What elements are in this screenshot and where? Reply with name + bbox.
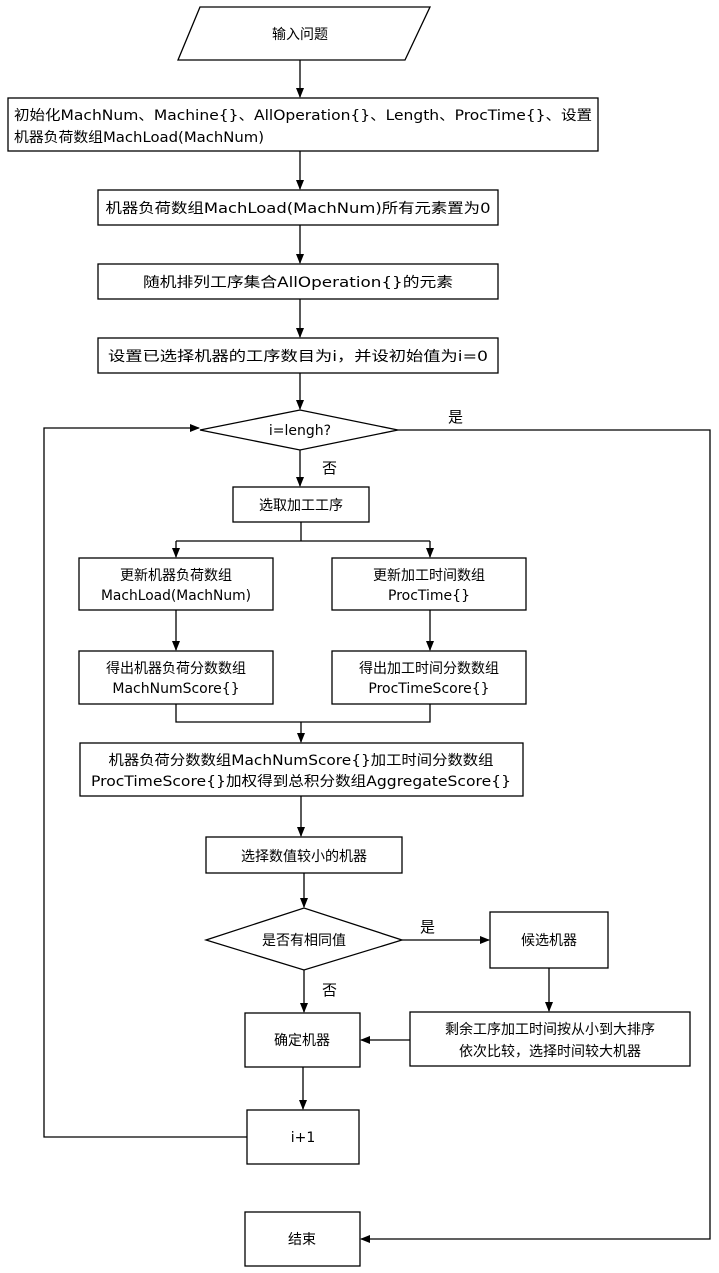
zero-load-label: 机器负荷数组MachLoad(MachNum)所有元素置为0 (106, 201, 491, 217)
input-node: 输入问题 (178, 7, 430, 60)
select-operation-node: 选取加工工序 (233, 487, 369, 522)
input-label: 输入问题 (272, 27, 328, 43)
init-node: 初始化MachNum、Machine{}、AllOperation{}、Leng… (8, 98, 598, 151)
select-small-label: 选择数值较小的机器 (241, 849, 367, 865)
set-i-label: 设置已选择机器的工序数目为i，并设初始值为i=0 (108, 348, 488, 365)
zero-load-node: 机器负荷数组MachLoad(MachNum)所有元素置为0 (98, 190, 498, 225)
confirm-node: 确定机器 (245, 1013, 360, 1067)
score-load-label-line1: 得出机器负荷分数数组 (106, 660, 246, 677)
update-load-node: 更新机器负荷数组 MachLoad(MachNum) (79, 558, 273, 610)
score-load-node: 得出机器负荷分数数组 MachNumScore{} (79, 651, 273, 704)
same-no-label: 否 (322, 981, 337, 999)
aggregate-node: 机器负荷分数数组MachNumScore{}加工时间分数数组 ProcTimeS… (80, 743, 523, 796)
compare-label-line1: 剩余工序加工时间按从小到大排序 (445, 1021, 655, 1038)
end-node: 结束 (245, 1212, 360, 1266)
length-no-label: 否 (322, 459, 337, 477)
set-i-node: 设置已选择机器的工序数目为i，并设初始值为i=0 (98, 338, 498, 373)
same-value-decision-label: 是否有相同值 (262, 933, 346, 949)
update-time-label-line2: ProcTime{} (388, 588, 470, 604)
shuffle-node: 随机排列工序集合AllOperation{}的元素 (98, 264, 498, 299)
init-label-line2: 机器负荷数组MachLoad(MachNum) (14, 130, 264, 146)
compare-label-line2: 依次比较，选择时间较大机器 (459, 1044, 641, 1060)
update-time-label-line1: 更新加工时间数组 (373, 568, 485, 584)
update-time-node: 更新加工时间数组 ProcTime{} (332, 558, 526, 610)
score-load-label-line2: MachNumScore{} (112, 681, 239, 697)
compare-node: 剩余工序加工时间按从小到大排序 依次比较，选择时间较大机器 (410, 1012, 690, 1066)
length-decision-node: i=lengh? (200, 410, 398, 450)
shuffle-label: 随机排列工序集合AllOperation{}的元素 (143, 274, 453, 291)
edge-length-yes-to-end (361, 430, 710, 1239)
length-decision-label: i=lengh? (269, 423, 331, 439)
score-time-label-line1: 得出加工时间分数数组 (359, 660, 499, 677)
increment-label: i+1 (291, 1130, 316, 1146)
score-time-label-line2: ProcTimeScore{} (368, 681, 489, 697)
aggregate-label-line2: ProcTimeScore{}加权得到总积分数组AggregateScore{} (91, 773, 511, 790)
select-small-node: 选择数值较小的机器 (206, 837, 402, 873)
init-label-line1: 初始化MachNum、Machine{}、AllOperation{}、Leng… (14, 107, 592, 124)
select-operation-label: 选取加工工序 (259, 498, 343, 514)
increment-node: i+1 (247, 1110, 359, 1164)
update-load-label-line2: MachLoad(MachNum) (101, 588, 251, 604)
candidate-label: 候选机器 (521, 933, 577, 949)
edge-scores-merge (176, 704, 430, 722)
candidate-node: 候选机器 (490, 912, 608, 968)
aggregate-label-line1: 机器负荷分数数组MachNumScore{}加工时间分数数组 (109, 753, 494, 769)
score-time-node: 得出加工时间分数数组 ProcTimeScore{} (332, 651, 526, 704)
end-label: 结束 (288, 1232, 316, 1248)
length-yes-label: 是 (448, 408, 463, 426)
update-load-label-line1: 更新机器负荷数组 (120, 568, 232, 584)
same-value-decision-node: 是否有相同值 (206, 908, 402, 970)
confirm-label: 确定机器 (274, 1033, 330, 1049)
same-yes-label: 是 (420, 918, 435, 936)
